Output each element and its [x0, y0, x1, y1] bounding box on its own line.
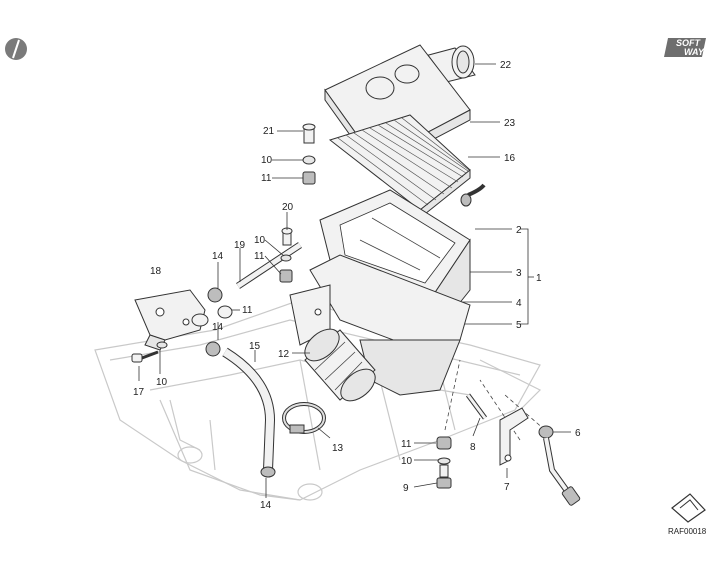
page-badge-icon — [5, 38, 27, 60]
callout-20: 20 — [282, 202, 294, 213]
callout-16: 16 — [504, 153, 516, 164]
support-rod — [236, 242, 302, 289]
drain-hose — [222, 347, 276, 478]
reference-code: RAF00018 — [668, 527, 707, 536]
fastener-stack-middle — [279, 227, 293, 283]
callout-5: 5 — [516, 320, 522, 331]
callout-22: 22 — [500, 60, 512, 71]
callout-9: 9 — [403, 483, 409, 494]
callout-14: 14 — [212, 251, 224, 262]
breather-hose — [460, 183, 486, 207]
pin-8 — [465, 393, 488, 420]
callout-3: 3 — [516, 268, 522, 279]
fastener-stack-upper — [302, 123, 316, 185]
callout-6: 6 — [575, 428, 581, 439]
callout-11: 11 — [261, 173, 272, 184]
callout-7: 7 — [504, 482, 510, 493]
callout-18: 18 — [150, 266, 162, 277]
hose-clamp-13 — [282, 402, 326, 434]
intake-boot — [304, 328, 376, 402]
callout-17: 17 — [133, 387, 145, 398]
callout-4: 4 — [516, 298, 522, 309]
callout-19: 19 — [234, 240, 246, 251]
callout-10: 10 — [261, 155, 273, 166]
logo-line-1: SOFT — [676, 38, 702, 48]
softway-logo: SOFT WAY — [664, 38, 706, 57]
callout-21: 21 — [263, 126, 275, 137]
fastener-stack-lower — [436, 436, 452, 489]
callout-10: 10 — [156, 377, 168, 388]
logo-line-2: WAY — [684, 47, 705, 57]
callout-14: 14 — [260, 500, 272, 511]
hose-clamps-left — [191, 287, 233, 357]
airbox-base — [289, 254, 471, 396]
callout-8: 8 — [470, 442, 476, 453]
direction-arrow-icon — [671, 493, 706, 523]
callout-13: 13 — [332, 443, 344, 454]
bracket-7 — [499, 407, 529, 466]
callout-12: 12 — [278, 349, 290, 360]
callout-10: 10 — [254, 235, 266, 246]
leader-lines — [138, 63, 571, 498]
callout-23: 23 — [504, 118, 516, 129]
assembly-axis-lines — [444, 359, 546, 441]
callout-2: 2 — [516, 225, 522, 236]
callout-11: 11 — [242, 305, 253, 316]
callout-10: 10 — [401, 456, 413, 467]
callout-11: 11 — [254, 251, 265, 262]
bolt-17 — [131, 341, 168, 363]
air-filter-element — [328, 114, 471, 220]
callout-11: 11 — [401, 439, 412, 450]
callout-14: 14 — [212, 322, 224, 333]
callout-15: 15 — [249, 341, 261, 352]
callout-labels: 22 23 16 21 10 11 20 10 11 19 2 3 1 4 5 … — [133, 60, 581, 511]
callout-1: 1 — [536, 273, 542, 284]
